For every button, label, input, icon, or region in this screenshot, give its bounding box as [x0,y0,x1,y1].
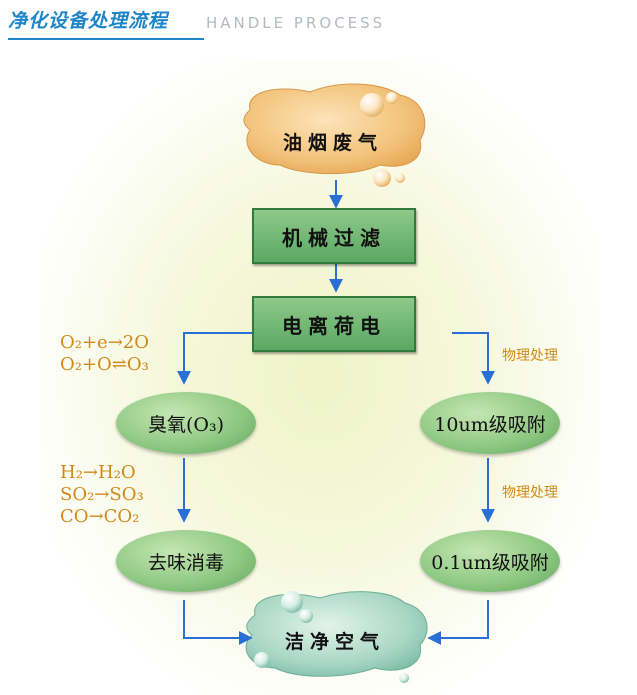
adsorb-01um-ellipse: 0.1um级吸附 [420,530,560,592]
clean-air-blob [245,591,428,683]
bubble-icon [360,93,384,117]
reaction-equation-2: SO₂→SO₃ [60,484,144,505]
arrow-01um-to-clean [427,600,489,645]
bubble-icon [395,173,405,183]
reaction-equation-3: CO→CO₂ [60,506,140,527]
bubble-icon [254,652,270,668]
mech-filter-label: 机械过滤 [282,225,386,250]
bubble-icon [281,591,303,613]
ionize-box: 电离荷电 [252,296,416,352]
page-subtitle: HANDLE PROCESS [206,14,386,32]
arrow-ionize-to-10um [452,332,495,385]
ozone-equation-2: O₂+O⇌O₃ [60,354,149,375]
ozone-label: 臭氧(O₃) [147,413,225,436]
adsorb-10um-label: 10um级吸附 [434,413,546,436]
bubble-icon [373,169,391,187]
bubble-icon [399,673,409,683]
reaction-equations: H₂→H₂O SO₂→SO₃ CO→CO₂ [60,462,144,528]
ozone-equation-1: O₂+e→2O [60,332,149,353]
clean-air-label: 洁净空气 [285,631,386,653]
bubble-icon [299,609,313,623]
bubble-icon [386,92,398,104]
adsorb-01um-label: 0.1um级吸附 [431,551,549,574]
page-title: 净化设备处理流程 [8,10,169,32]
physical-treatment-label-1: 物理处理 [502,348,558,364]
arrow-ionize-to-ozone [177,332,252,385]
reaction-equation-1: H₂→H₂O [60,462,136,483]
header: 净化设备处理流程 HANDLE PROCESS [0,0,637,42]
ionize-label: 电离荷电 [282,313,386,338]
deodorize-label: 去味消毒 [147,551,224,574]
mech-filter-box: 机械过滤 [252,208,416,264]
source-label: 油烟废气 [283,132,384,154]
adsorb-10um-ellipse: 10um级吸附 [420,392,560,454]
ozone-ellipse: 臭氧(O₃) [116,392,256,454]
source-blob [243,83,426,187]
ozone-equations: O₂+e→2O O₂+O⇌O₃ [60,332,149,376]
physical-treatment-label-2: 物理处理 [502,485,558,501]
deodorize-ellipse: 去味消毒 [116,530,256,592]
arrow-deodorize-to-clean [183,600,253,645]
header-underline [8,38,204,40]
